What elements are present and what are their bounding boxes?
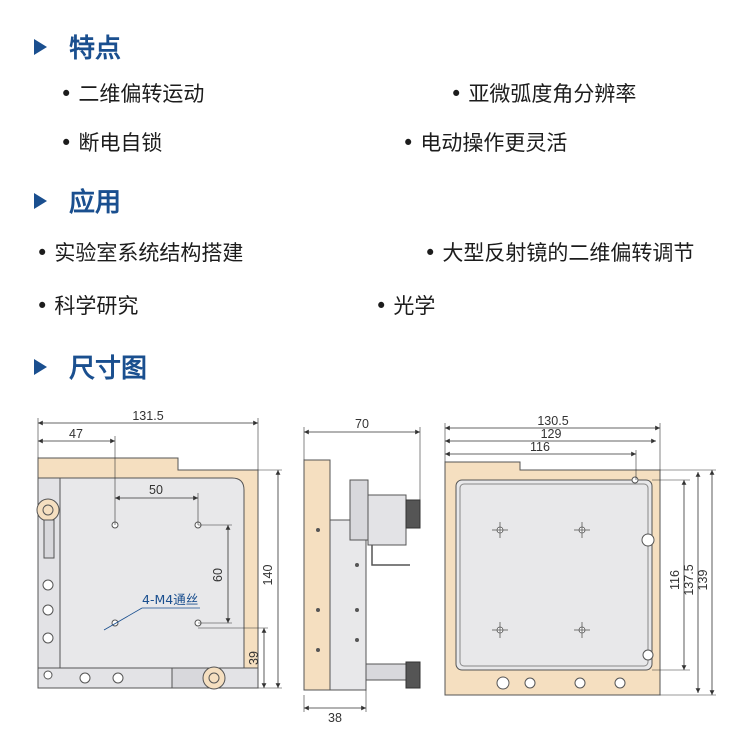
play-triangle-icon (34, 192, 47, 209)
dim-hole-spacing-y: 60 (211, 568, 225, 582)
dim-hole-spacing-x: 50 (149, 483, 163, 497)
side-view: 70 38 (303, 417, 421, 725)
dim-rear-width-c: 116 (530, 440, 550, 454)
applications-title: 应用 (69, 188, 122, 218)
dimension-drawing: 131.5 47 50 60 140 39 4-M4通丝 (36, 409, 716, 725)
front-view: 131.5 47 50 60 140 39 4-M4通丝 (36, 409, 282, 690)
dim-rear-height-c: 139 (696, 570, 710, 591)
dimensions-heading: 尺寸图 (34, 348, 147, 385)
dim-front-height: 140 (261, 565, 275, 586)
application-item: •科学研究 (36, 294, 139, 318)
play-triangle-icon (34, 38, 47, 55)
thread-label: 4-M4通丝 (142, 592, 198, 607)
application-item: •实验室系统结构搭建 (36, 241, 244, 265)
dim-side-depth: 70 (355, 417, 369, 431)
feature-item: •电动操作更灵活 (402, 131, 568, 155)
dim-front-bottom: 39 (247, 651, 261, 665)
application-item: •光学 (375, 294, 436, 318)
feature-item: •断电自锁 (60, 131, 163, 155)
dim-front-width: 131.5 (132, 409, 163, 423)
dim-rear-height-b: 137.5 (682, 564, 696, 595)
feature-item: •二维偏转运动 (60, 82, 205, 106)
play-triangle-icon (34, 358, 47, 375)
dim-rear-height-a: 116 (668, 570, 682, 590)
application-item: •大型反射镜的二维偏转调节 (424, 241, 695, 265)
dimensions-title: 尺寸图 (69, 354, 148, 384)
features-title: 特点 (69, 34, 122, 64)
applications-heading: 应用 (34, 182, 121, 219)
dim-front-offset: 47 (69, 427, 83, 441)
features-heading: 特点 (34, 28, 121, 65)
rear-view: 130.5 129 116 116 137.5 139 (444, 414, 716, 696)
feature-item: •亚微弧度角分辨率 (450, 82, 637, 106)
dim-rear-width-a: 130.5 (537, 414, 568, 428)
dim-side-base: 38 (328, 711, 342, 725)
dim-rear-width-b: 129 (541, 427, 562, 441)
